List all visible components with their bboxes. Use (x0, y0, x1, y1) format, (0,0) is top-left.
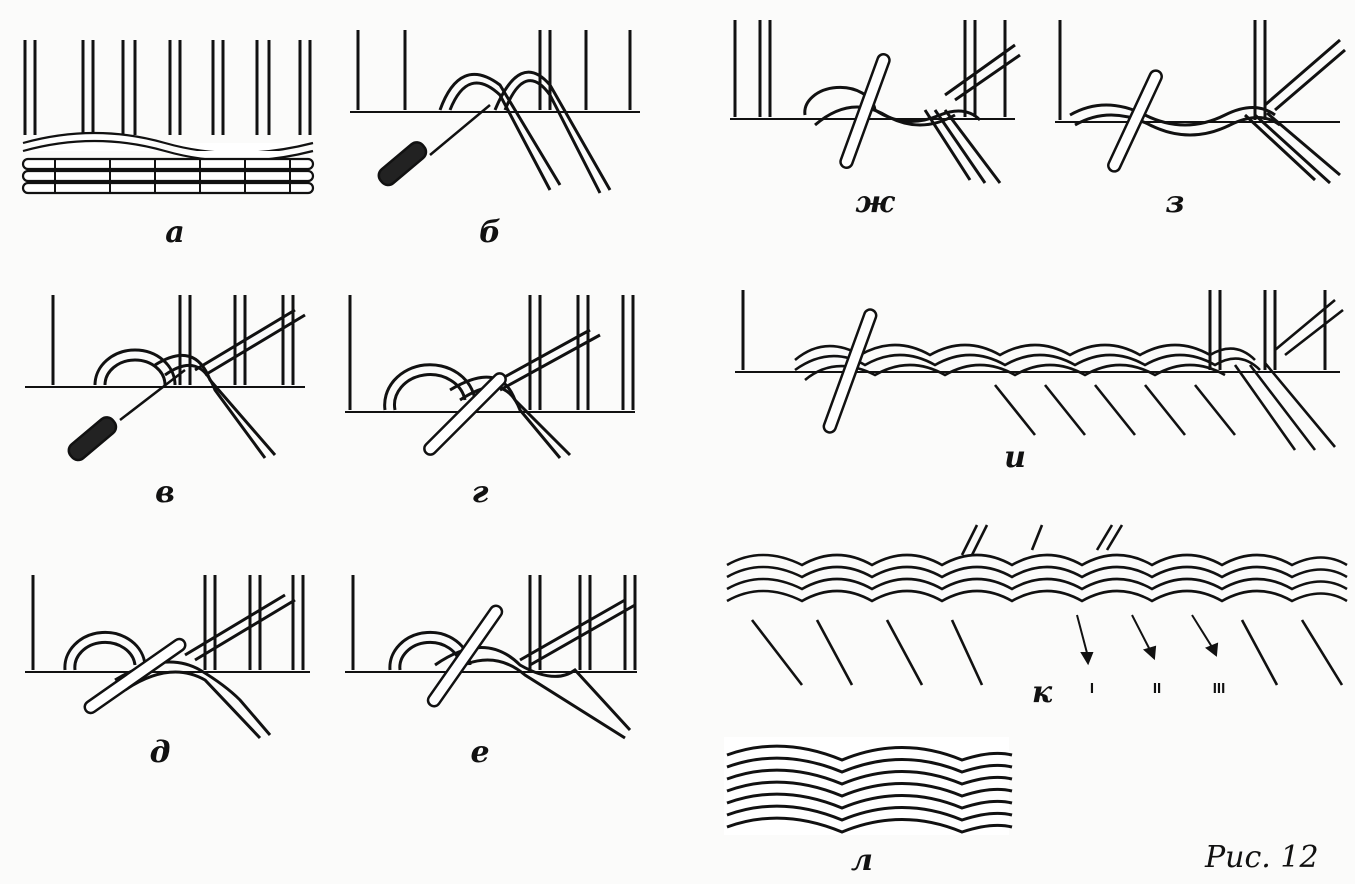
rod-peg (1107, 69, 1163, 173)
panel-z: з (1055, 15, 1346, 225)
panel-e: е (345, 570, 640, 770)
panel-l: л (722, 735, 1017, 880)
panel-b-drawing (350, 30, 640, 194)
panel-a-drawing (21, 40, 315, 195)
panel-i-label: и (1004, 440, 1026, 475)
panel-d-drawing (25, 575, 310, 740)
rod-peg (423, 372, 507, 456)
rod-peg (83, 637, 187, 715)
awl-tool (377, 104, 491, 187)
panel-e-label: е (470, 735, 490, 770)
panel-g: г (340, 290, 640, 510)
panel-zh: ж (730, 15, 1021, 225)
panel-d: д (25, 570, 315, 770)
panel-v: в (25, 290, 315, 510)
awl-tool (67, 369, 186, 462)
panel-l-drawing (724, 737, 1013, 835)
braid-row (726, 524, 1348, 686)
panel-v-drawing (25, 295, 306, 462)
panel-zh-label: ж (855, 185, 895, 220)
braid-row (794, 299, 1344, 451)
panel-i: и (735, 285, 1345, 480)
panel-a-label: а (165, 215, 185, 250)
panel-d-label: д (149, 735, 171, 770)
rod-peg (426, 604, 504, 708)
panel-l-label: л (851, 843, 873, 878)
panel-k-drawing (726, 524, 1348, 686)
arrow-label-3: III (1212, 680, 1226, 697)
panel-g-label: г (471, 475, 489, 510)
panel-e-drawing (345, 575, 637, 740)
braid-closeup (726, 744, 1013, 834)
figure-caption: Рис. 12 (1205, 840, 1319, 875)
rod-peg (822, 308, 878, 434)
panel-b: б (350, 25, 650, 250)
panel-k: к I II III (722, 524, 1350, 710)
arrow-label-2: II (1152, 680, 1162, 697)
panel-zh-drawing (730, 20, 1021, 184)
panel-k-label: к (1031, 675, 1053, 710)
panel-g-drawing (345, 295, 635, 459)
rod-peg (839, 53, 891, 169)
arrow-label-1: I (1089, 680, 1095, 697)
panel-v-label: в (155, 475, 175, 510)
panel-z-label: з (1165, 185, 1185, 220)
panel-a: а (15, 25, 320, 250)
panel-z-drawing (1055, 20, 1346, 185)
panel-i-drawing (735, 290, 1344, 451)
panel-b-label: б (479, 215, 501, 250)
